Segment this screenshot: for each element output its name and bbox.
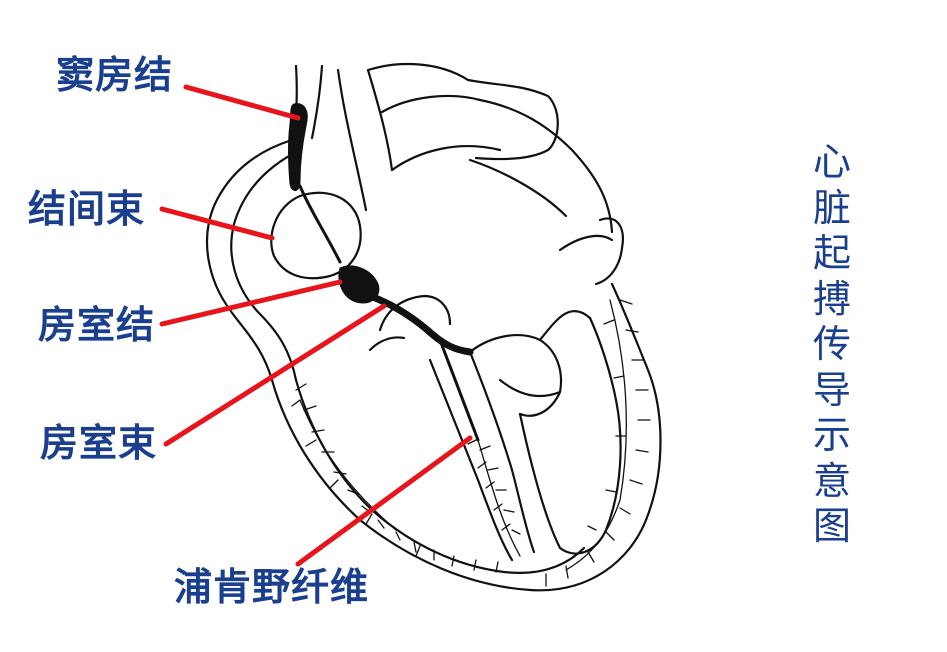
purkinje-network-left [545,299,651,587]
left-bundle-branch [438,338,480,442]
label-atrioventricular-node: 房室结 [38,303,156,347]
pointer-sinoatrial-node [183,84,301,121]
pulmonary-trunk [380,94,614,234]
pointer-internodal-tracts [159,206,275,241]
septum-right [468,350,536,554]
label-atrioventricular-bundle: 房室束 [40,421,158,465]
sinoatrial-node-mark [288,103,308,191]
aortic-valve [468,334,563,417]
left-atrium [558,217,624,286]
internodal-tract-line [298,184,342,264]
diagram-title: 心脏起搏传导示意图 [812,140,851,548]
pointer-atrioventricular-node [159,279,343,327]
label-purkinje-fibers: 浦肯野纤维 [174,565,370,609]
label-sinoatrial-node: 窦房结 [56,53,174,97]
atrioventricular-bundle-line [366,292,474,356]
right-atrium-inner [230,148,302,382]
atrial-chamber-outline [270,191,362,280]
label-internodal-tracts: 结间束 [28,187,146,231]
pointer-purkinje-fibers [295,435,473,567]
heart-outer-wall [205,138,662,592]
right-ventricle-endocardium [294,378,586,574]
papillary-region [498,310,592,398]
pulmonary-artery-branch [390,144,568,218]
septum-left [428,358,514,562]
left-ventricle-endocardium [518,316,622,555]
pointer-atrioventricular-bundle [163,303,387,447]
purkinje-network-right [291,383,499,573]
atrioventricular-valve [368,294,452,352]
aorta-outline [336,62,559,212]
purkinje-branch-lines [299,299,627,571]
